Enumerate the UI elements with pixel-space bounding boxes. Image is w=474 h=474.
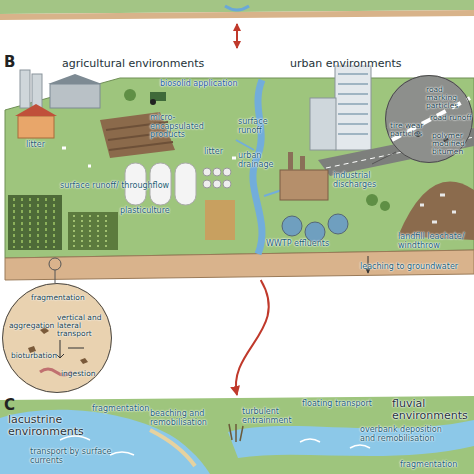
- leader-line: [372, 152, 396, 164]
- node-text: aggregation: [9, 322, 54, 330]
- chimney: [288, 152, 293, 170]
- panel-letter: B: [4, 54, 15, 70]
- barn-roof: [48, 74, 102, 84]
- tree: [124, 89, 136, 101]
- reeds: [229, 424, 243, 442]
- soil-face: [5, 250, 474, 280]
- environment-heading: agricultural environments: [62, 58, 204, 70]
- skyscraper: [335, 66, 371, 150]
- barn: [50, 84, 100, 108]
- process-label: industrial discharges: [333, 172, 393, 189]
- tree: [366, 194, 378, 206]
- transport-arrows: [56, 340, 84, 358]
- process-label: litter: [204, 148, 223, 157]
- process-label: litter: [26, 141, 45, 150]
- silo: [20, 70, 30, 108]
- bale: [213, 168, 221, 176]
- node-text: ingestion: [61, 370, 96, 378]
- process-label: fragmentation: [400, 461, 457, 470]
- bale: [223, 180, 231, 188]
- node-text: vertical and lateral transport: [57, 314, 109, 338]
- litter-bits: [62, 148, 236, 166]
- process-label: surface runoff: [238, 118, 283, 135]
- tractor-wheel: [150, 99, 156, 105]
- panel-c-land: [0, 396, 474, 474]
- bale: [203, 180, 211, 188]
- process-label: transport by surface currents: [30, 448, 115, 465]
- node-text: tire wear particles: [390, 122, 430, 138]
- environment-heading: urban environments: [290, 58, 401, 70]
- process-label: WWTP effluents: [266, 240, 329, 249]
- house: [18, 116, 54, 138]
- road-detail-fill: [385, 75, 473, 163]
- node-text: bioturbation: [11, 352, 57, 360]
- process-label: urban drainage: [238, 152, 288, 169]
- environment-heading: lacustrine environments: [8, 414, 70, 438]
- wheat-field: [205, 200, 235, 240]
- process-label: leaching to groundwater: [360, 263, 458, 272]
- beach: [150, 430, 195, 466]
- treatment-tank: [282, 216, 302, 236]
- process-label: micro-encapsulated products: [150, 114, 225, 140]
- process-label: landfill leachate/ windthrow: [398, 233, 472, 250]
- panel-letter: C: [4, 397, 15, 413]
- greenhouse: [175, 163, 196, 205]
- process-label: surface runoff/ throughflow: [60, 182, 169, 191]
- node-text: road marking particles: [426, 86, 470, 110]
- environment-heading: fluvial environments: [392, 398, 472, 422]
- node-text: polymer modified bitumen: [432, 132, 472, 156]
- crop-field: [8, 195, 62, 250]
- magnifier-circle: fragmentation aggregationvertical and lat…: [2, 283, 112, 393]
- bale: [203, 168, 211, 176]
- process-label: fragmentation: [92, 405, 149, 414]
- node-text: road runoff: [430, 114, 472, 122]
- magnifier-circle: road marking particles road runofftire we…: [385, 75, 473, 163]
- windows: [338, 74, 368, 134]
- crop-rows: [74, 215, 106, 247]
- bale: [223, 168, 231, 176]
- chimney: [300, 156, 305, 170]
- leader-line: [55, 270, 56, 283]
- flow-arrow: [236, 280, 269, 395]
- silo: [32, 74, 42, 108]
- tree: [380, 201, 390, 211]
- soil-detail-fill: [2, 283, 112, 393]
- crop-field: [68, 212, 118, 250]
- panel-a-river: [225, 6, 249, 10]
- treatment-tank: [328, 214, 348, 234]
- river: [228, 420, 474, 458]
- process-label: biosolid application: [160, 80, 240, 89]
- node-text: fragmentation: [31, 294, 85, 302]
- process-label: floating transport: [302, 400, 372, 409]
- double-arrow: [236, 24, 238, 48]
- house-roof: [15, 104, 57, 116]
- process-label: plasticulture: [120, 207, 170, 216]
- landfill: [398, 182, 474, 240]
- process-label: beaching and remobilisation: [150, 410, 222, 427]
- factory: [280, 170, 328, 200]
- crop-rows: [14, 198, 54, 248]
- landfill-litter: [420, 195, 456, 222]
- process-label: overbank deposition and remobilisation: [360, 426, 448, 443]
- process-label: turbulent entrainment: [242, 408, 298, 425]
- bale: [213, 180, 221, 188]
- building: [310, 98, 336, 150]
- magnifier-spot: [49, 258, 61, 270]
- treatment-tank: [305, 222, 325, 242]
